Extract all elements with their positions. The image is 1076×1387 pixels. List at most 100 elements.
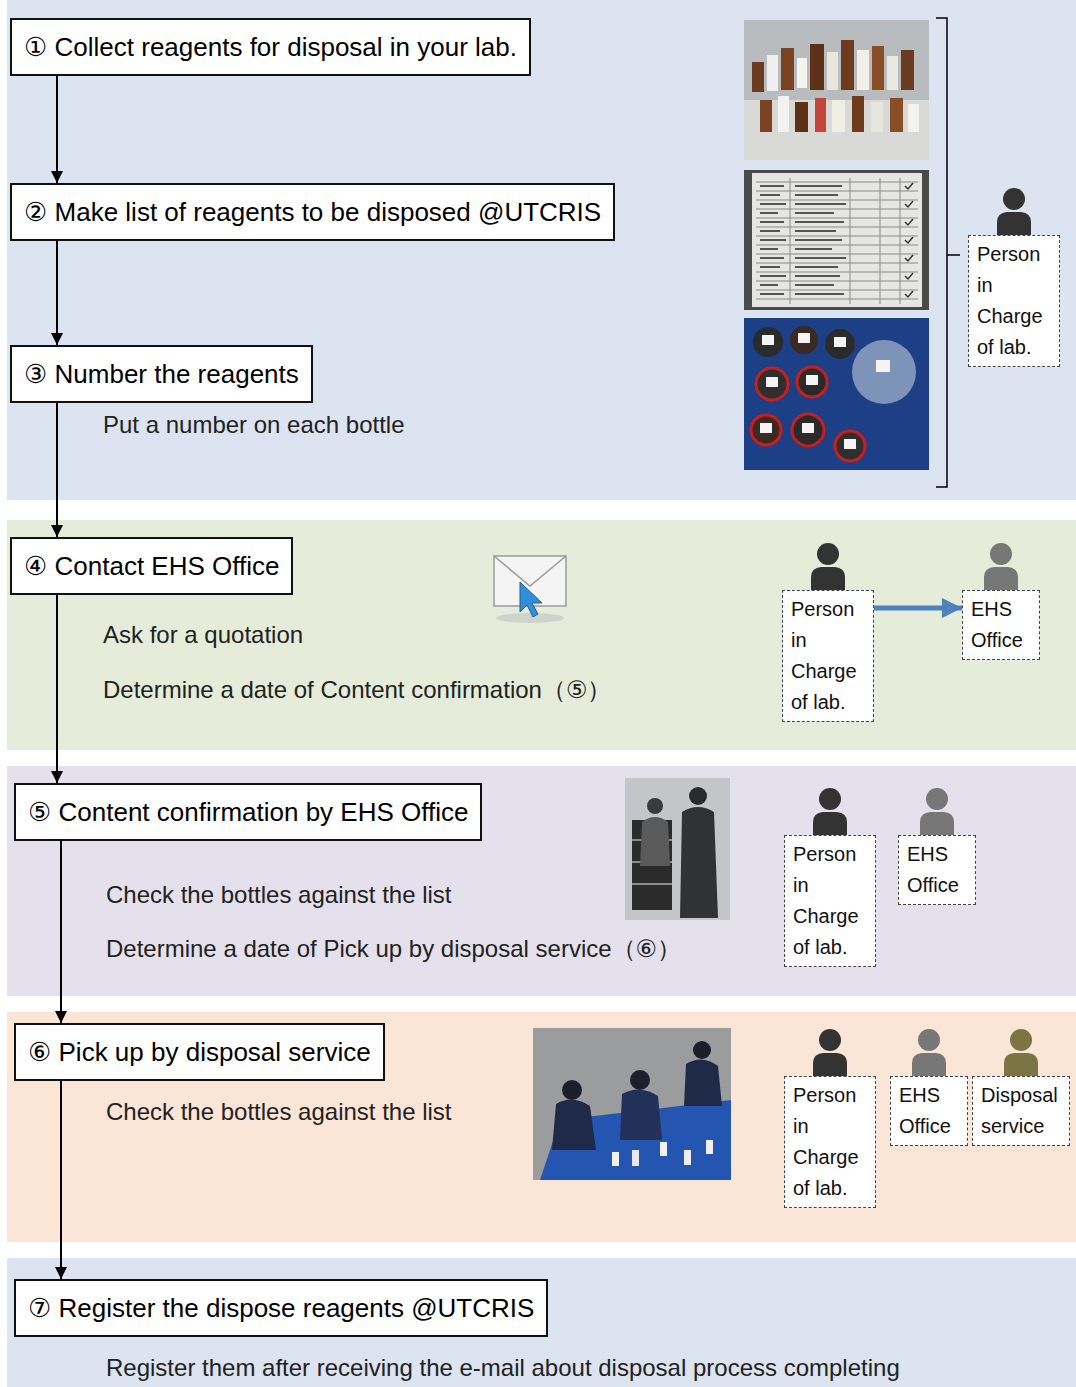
- step-band: [7, 0, 1076, 500]
- bottle: [760, 100, 772, 132]
- cursor-arrow: [520, 582, 542, 617]
- photo-ground: [744, 318, 929, 470]
- flow-arrow: [56, 241, 58, 345]
- photo-ground: [744, 170, 929, 310]
- process-box: ⑥ Pick up by disposal service: [14, 1023, 385, 1081]
- flow-arrow: [56, 403, 58, 537]
- bottle: [612, 1152, 619, 1166]
- bottle: [684, 1150, 691, 1165]
- process-box: ⑦ Register the dispose reagents @UTCRIS: [14, 1279, 548, 1337]
- bottle: [810, 44, 824, 90]
- role-name: EHS Office: [899, 1080, 959, 1142]
- bottle: [871, 102, 883, 132]
- role-name: Person in Charge of lab.: [793, 1080, 867, 1204]
- role-box: EHS Office: [962, 590, 1040, 660]
- bottle-cap: [753, 327, 783, 357]
- number-tag: [806, 375, 818, 385]
- role-name: EHS Office: [907, 839, 967, 901]
- role-name: EHS Office: [971, 594, 1031, 656]
- number-tag: [798, 333, 810, 343]
- step-note: Check the bottles against the list: [106, 881, 452, 909]
- reagent-photo: [744, 20, 929, 160]
- number-tag: [834, 337, 846, 347]
- bottle: [887, 56, 898, 90]
- check-mark: [905, 183, 913, 297]
- number-tag: [844, 439, 856, 449]
- role-box: Person in Charge of lab.: [782, 590, 874, 722]
- process-box: ③ Number the reagents: [10, 345, 313, 403]
- person-icon: [912, 1029, 946, 1076]
- number-tag: [762, 335, 774, 345]
- step-title: ① Collect reagents for disposal in your …: [24, 28, 517, 66]
- bottle-cap: [792, 414, 824, 446]
- bottle: [767, 55, 778, 91]
- confirmation-photo: [625, 778, 730, 920]
- person-icon: [984, 543, 1018, 590]
- photo-ground: [533, 1028, 731, 1180]
- paper-sheet: [752, 173, 922, 307]
- step-band: [7, 766, 1076, 996]
- bottle-cap: [825, 329, 855, 359]
- person-body: [680, 807, 718, 918]
- number-tag: [876, 360, 890, 372]
- bottle: [827, 52, 838, 90]
- step-title: ② Make list of reagents to be disposed @…: [24, 193, 601, 231]
- role-box: EHS Office: [890, 1076, 968, 1146]
- step-note: Ask for a quotation: [103, 621, 303, 649]
- person-head: [562, 1080, 582, 1100]
- person-icon: [920, 788, 954, 835]
- person-body: [552, 1099, 596, 1150]
- number-tag: [802, 423, 814, 433]
- person-icon: [1004, 1029, 1038, 1076]
- table-ink: [760, 186, 846, 294]
- person-icon: [997, 188, 1031, 235]
- bottle: [890, 98, 903, 132]
- bottle: [832, 100, 845, 132]
- role-box: Person in Charge of lab.: [968, 235, 1060, 367]
- step-title: ⑥ Pick up by disposal service: [28, 1033, 371, 1071]
- bottle-cap: [797, 367, 827, 397]
- step-note: Determine a date of Pick up by disposal …: [106, 935, 681, 963]
- bottle: [778, 96, 789, 132]
- bottle: [632, 1150, 639, 1166]
- bottle: [852, 96, 864, 132]
- list-photo: [744, 170, 929, 310]
- bottle-cap: [756, 368, 788, 400]
- step-band: [7, 1012, 1076, 1242]
- bottle: [781, 48, 794, 90]
- flow-arrow: [56, 595, 58, 783]
- bottle-cap: [751, 415, 781, 445]
- bottle: [815, 98, 826, 132]
- step-note: Put a number on each bottle: [103, 411, 405, 439]
- step-band: [7, 1258, 1076, 1387]
- bottle: [752, 62, 764, 92]
- bottle: [660, 1142, 667, 1156]
- role-name: Person in Charge of lab.: [791, 594, 865, 718]
- step-title: ⑤ Content confirmation by EHS Office: [28, 793, 468, 831]
- step-note: Check the bottles against the list: [106, 1098, 452, 1126]
- process-box: ② Make list of reagents to be disposed @…: [10, 183, 615, 241]
- process-box: ④ Contact EHS Office: [10, 537, 293, 595]
- numbered-bottles-photo: [744, 318, 929, 470]
- flow-arrow: [56, 76, 58, 183]
- person-head: [689, 787, 707, 805]
- person-icon: [813, 788, 847, 835]
- role-box: Disposal service: [972, 1076, 1070, 1146]
- step-title: ⑦ Register the dispose reagents @UTCRIS: [28, 1289, 534, 1327]
- mail-icon: [494, 556, 566, 623]
- bottle: [706, 1140, 713, 1154]
- role-name: Person in Charge of lab.: [977, 239, 1051, 363]
- step-title: ③ Number the reagents: [24, 355, 299, 393]
- step-note: Register them after receiving the e-mail…: [106, 1354, 900, 1382]
- bottle: [857, 50, 869, 90]
- bottle-cap: [790, 326, 818, 354]
- role-box: EHS Office: [898, 835, 976, 905]
- person-icon: [813, 1029, 847, 1076]
- role-box: Person in Charge of lab.: [784, 1076, 876, 1208]
- step-title: ④ Contact EHS Office: [24, 547, 279, 585]
- bottle: [795, 102, 808, 132]
- process-box: ⑤ Content confirmation by EHS Office: [14, 783, 482, 841]
- bottle-cap: [835, 431, 865, 461]
- bottle: [901, 50, 914, 90]
- bottle: [908, 104, 919, 132]
